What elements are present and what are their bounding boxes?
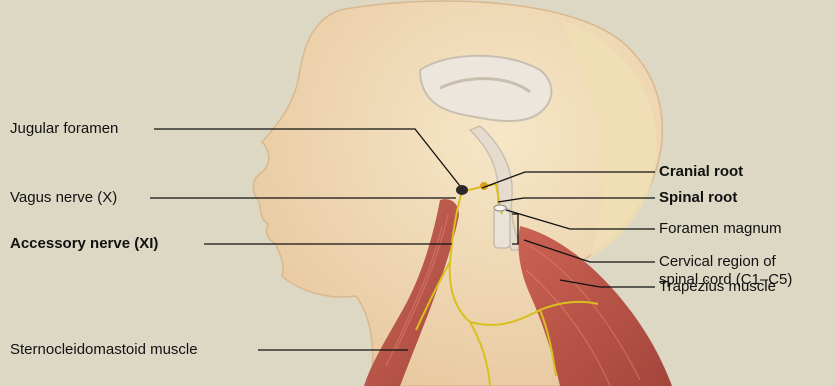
label-jugular-foramen: Jugular foramen: [10, 120, 118, 138]
label-accessory-nerve: Accessory nerve (XI): [10, 235, 158, 253]
label-cranial-root: Cranial root: [659, 163, 743, 181]
label-sternocleidomastoid: Sternocleidomastoid muscle: [10, 341, 198, 359]
label-foramen-magnum: Foramen magnum: [659, 220, 782, 238]
label-cervical-region-line1: Cervical region of: [659, 253, 776, 271]
jugular-foramen-marker: [456, 185, 468, 195]
label-spinal-root: Spinal root: [659, 189, 737, 207]
foramen-magnum-marker: [494, 205, 506, 211]
label-vagus-nerve: Vagus nerve (X): [10, 189, 117, 207]
label-trapezius: Trapezius muscle: [659, 278, 776, 296]
